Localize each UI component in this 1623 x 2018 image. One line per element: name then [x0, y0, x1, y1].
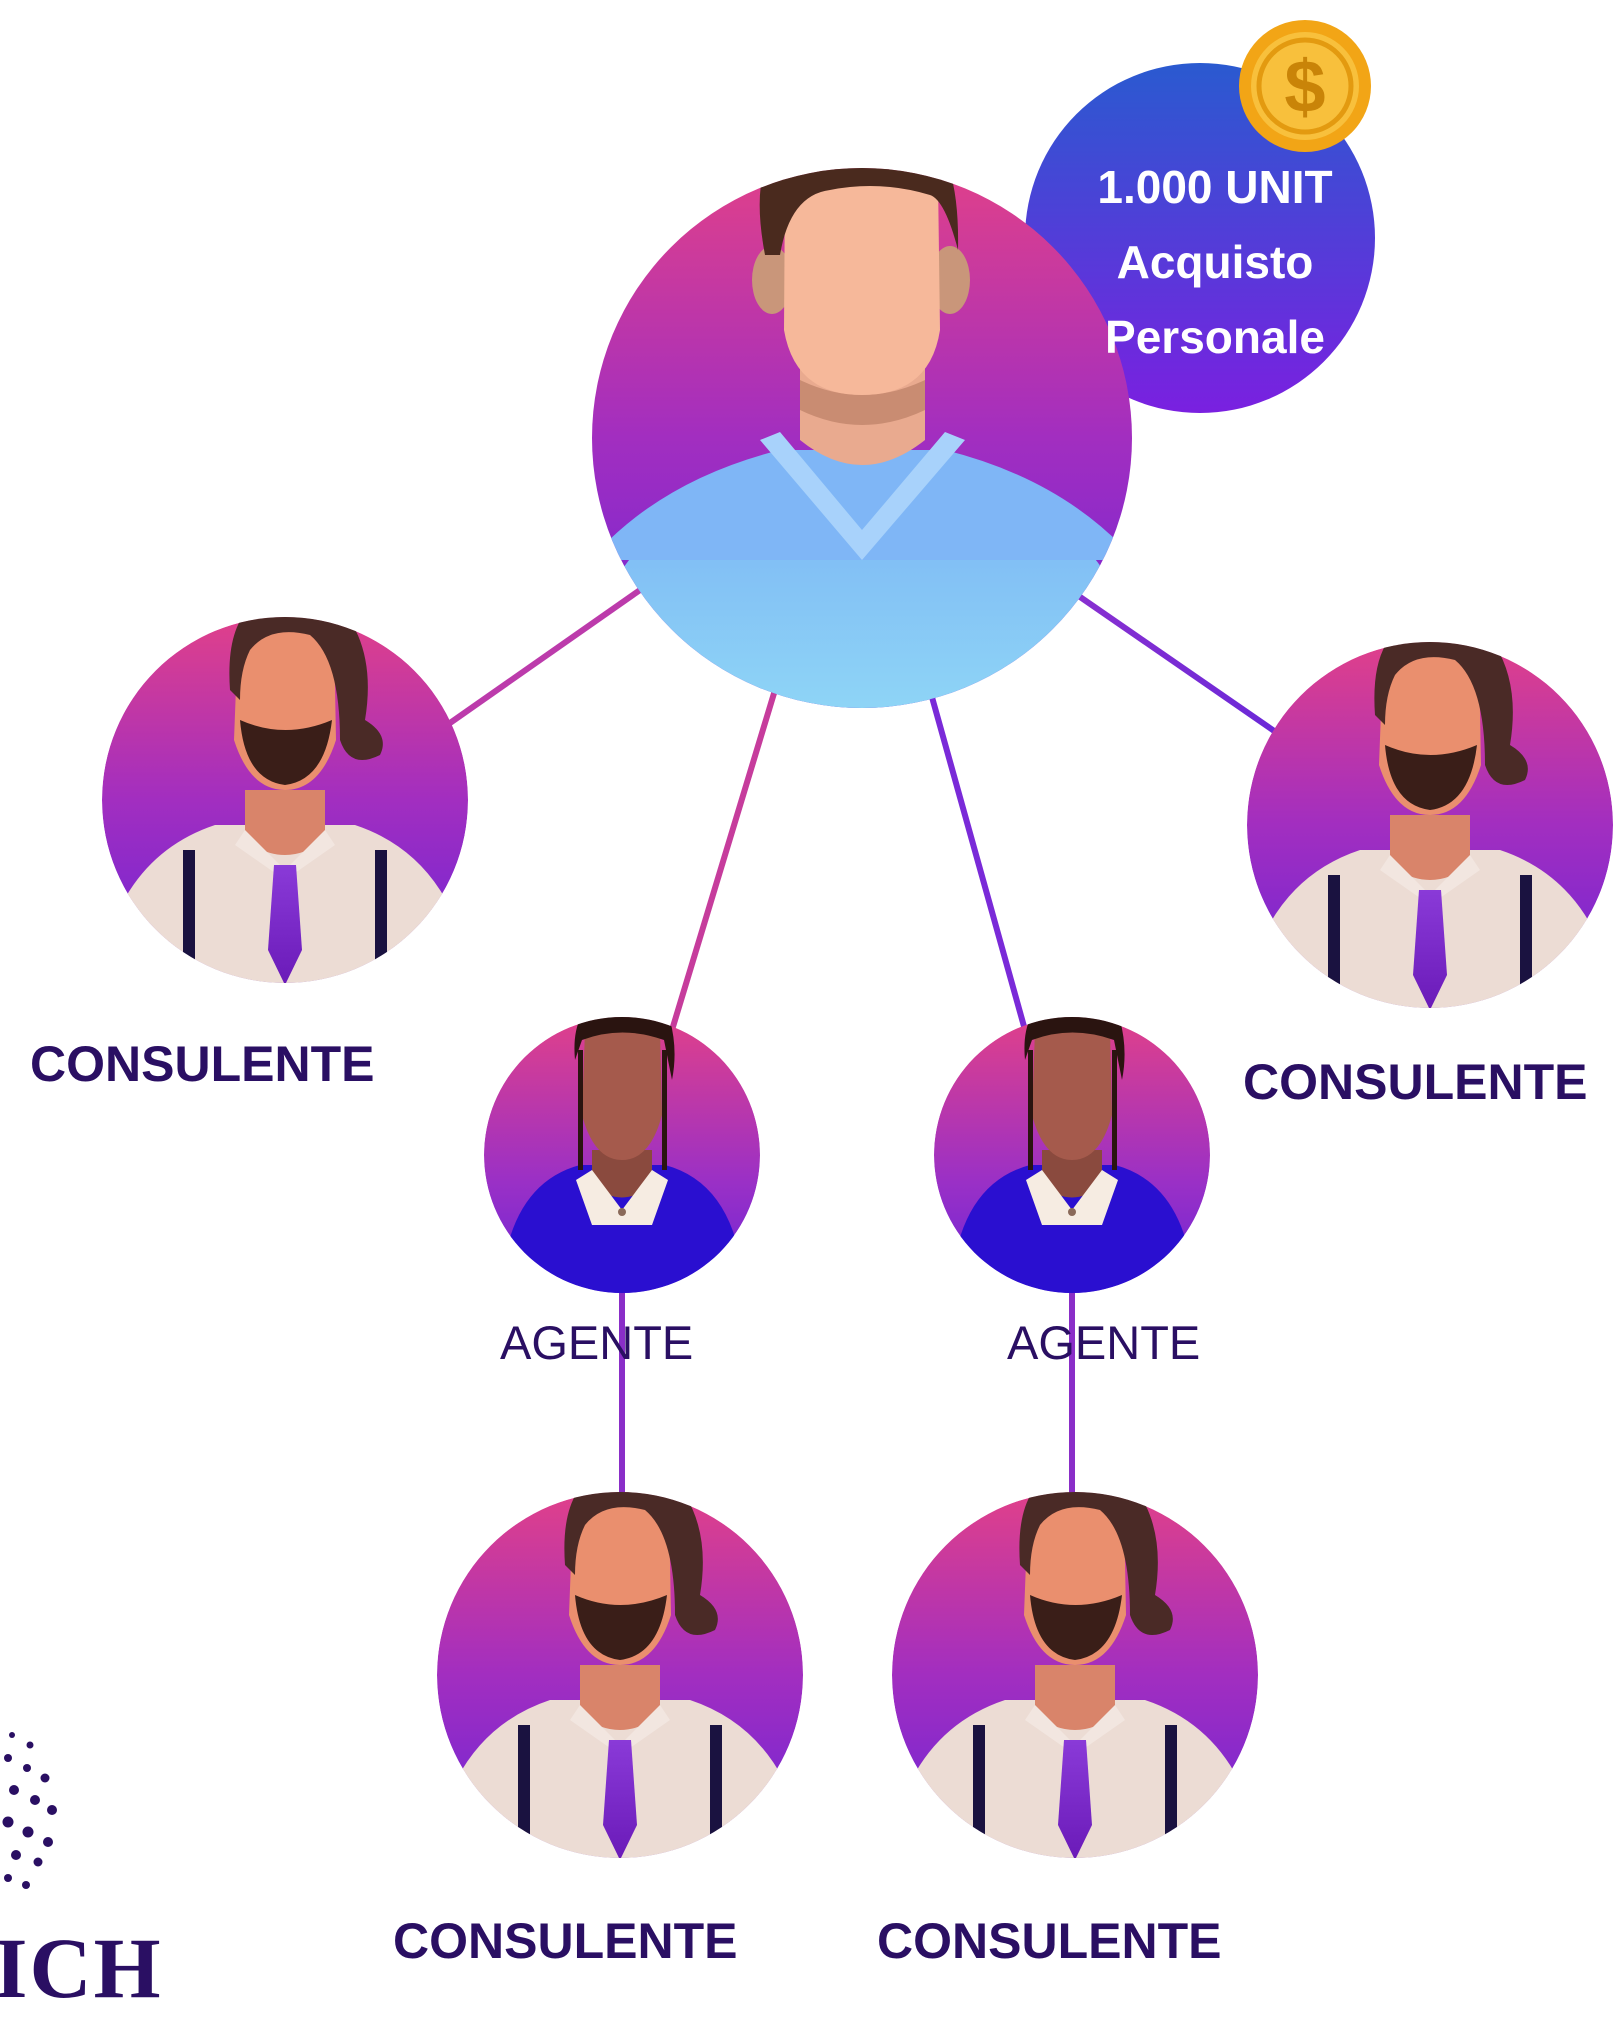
- logo-dots: [2, 1732, 57, 1889]
- badge-line-1: 1.000 UNIT: [1097, 161, 1333, 213]
- badge-line-3: Personale: [1105, 311, 1325, 363]
- consultant-left-avatar: [102, 617, 468, 983]
- link-top-to-consultant-left: [438, 587, 642, 733]
- link-top-to-agent-left: [669, 689, 778, 1031]
- consultant-bottom-right-label: CONSULENTE: [877, 1913, 1222, 1969]
- consultant-bottom-right-avatar: [892, 1492, 1258, 1858]
- purchase-badge: $: [1025, 20, 1375, 413]
- dollar-coin-icon: $: [1239, 20, 1371, 152]
- badge-line-2: Acquisto: [1116, 236, 1314, 288]
- agent-right-avatar: [934, 1017, 1210, 1293]
- purchase-badge-text: 1.000 UNIT Acquisto Personale: [1075, 150, 1355, 375]
- consultant-left-label: CONSULENTE: [30, 1036, 375, 1092]
- agent-right-label: AGENTE: [1007, 1316, 1201, 1369]
- consultant-right-avatar: [1247, 642, 1613, 1008]
- agent-left-label: AGENTE: [500, 1316, 694, 1369]
- network-diagram: $: [2, 20, 1613, 1889]
- svg-text:$: $: [1284, 45, 1325, 128]
- logo-text: ICH: [0, 1920, 163, 2016]
- consultant-right-label: CONSULENTE: [1243, 1054, 1588, 1110]
- link-top-to-agent-right: [927, 689, 1028, 1031]
- agent-left-avatar: [484, 1017, 760, 1293]
- consultant-bottom-left-avatar: [437, 1492, 803, 1858]
- top-person-avatar: [592, 168, 1132, 708]
- consultant-bottom-left-label: CONSULENTE: [393, 1913, 738, 1969]
- link-top-to-consultant-right: [1068, 587, 1282, 738]
